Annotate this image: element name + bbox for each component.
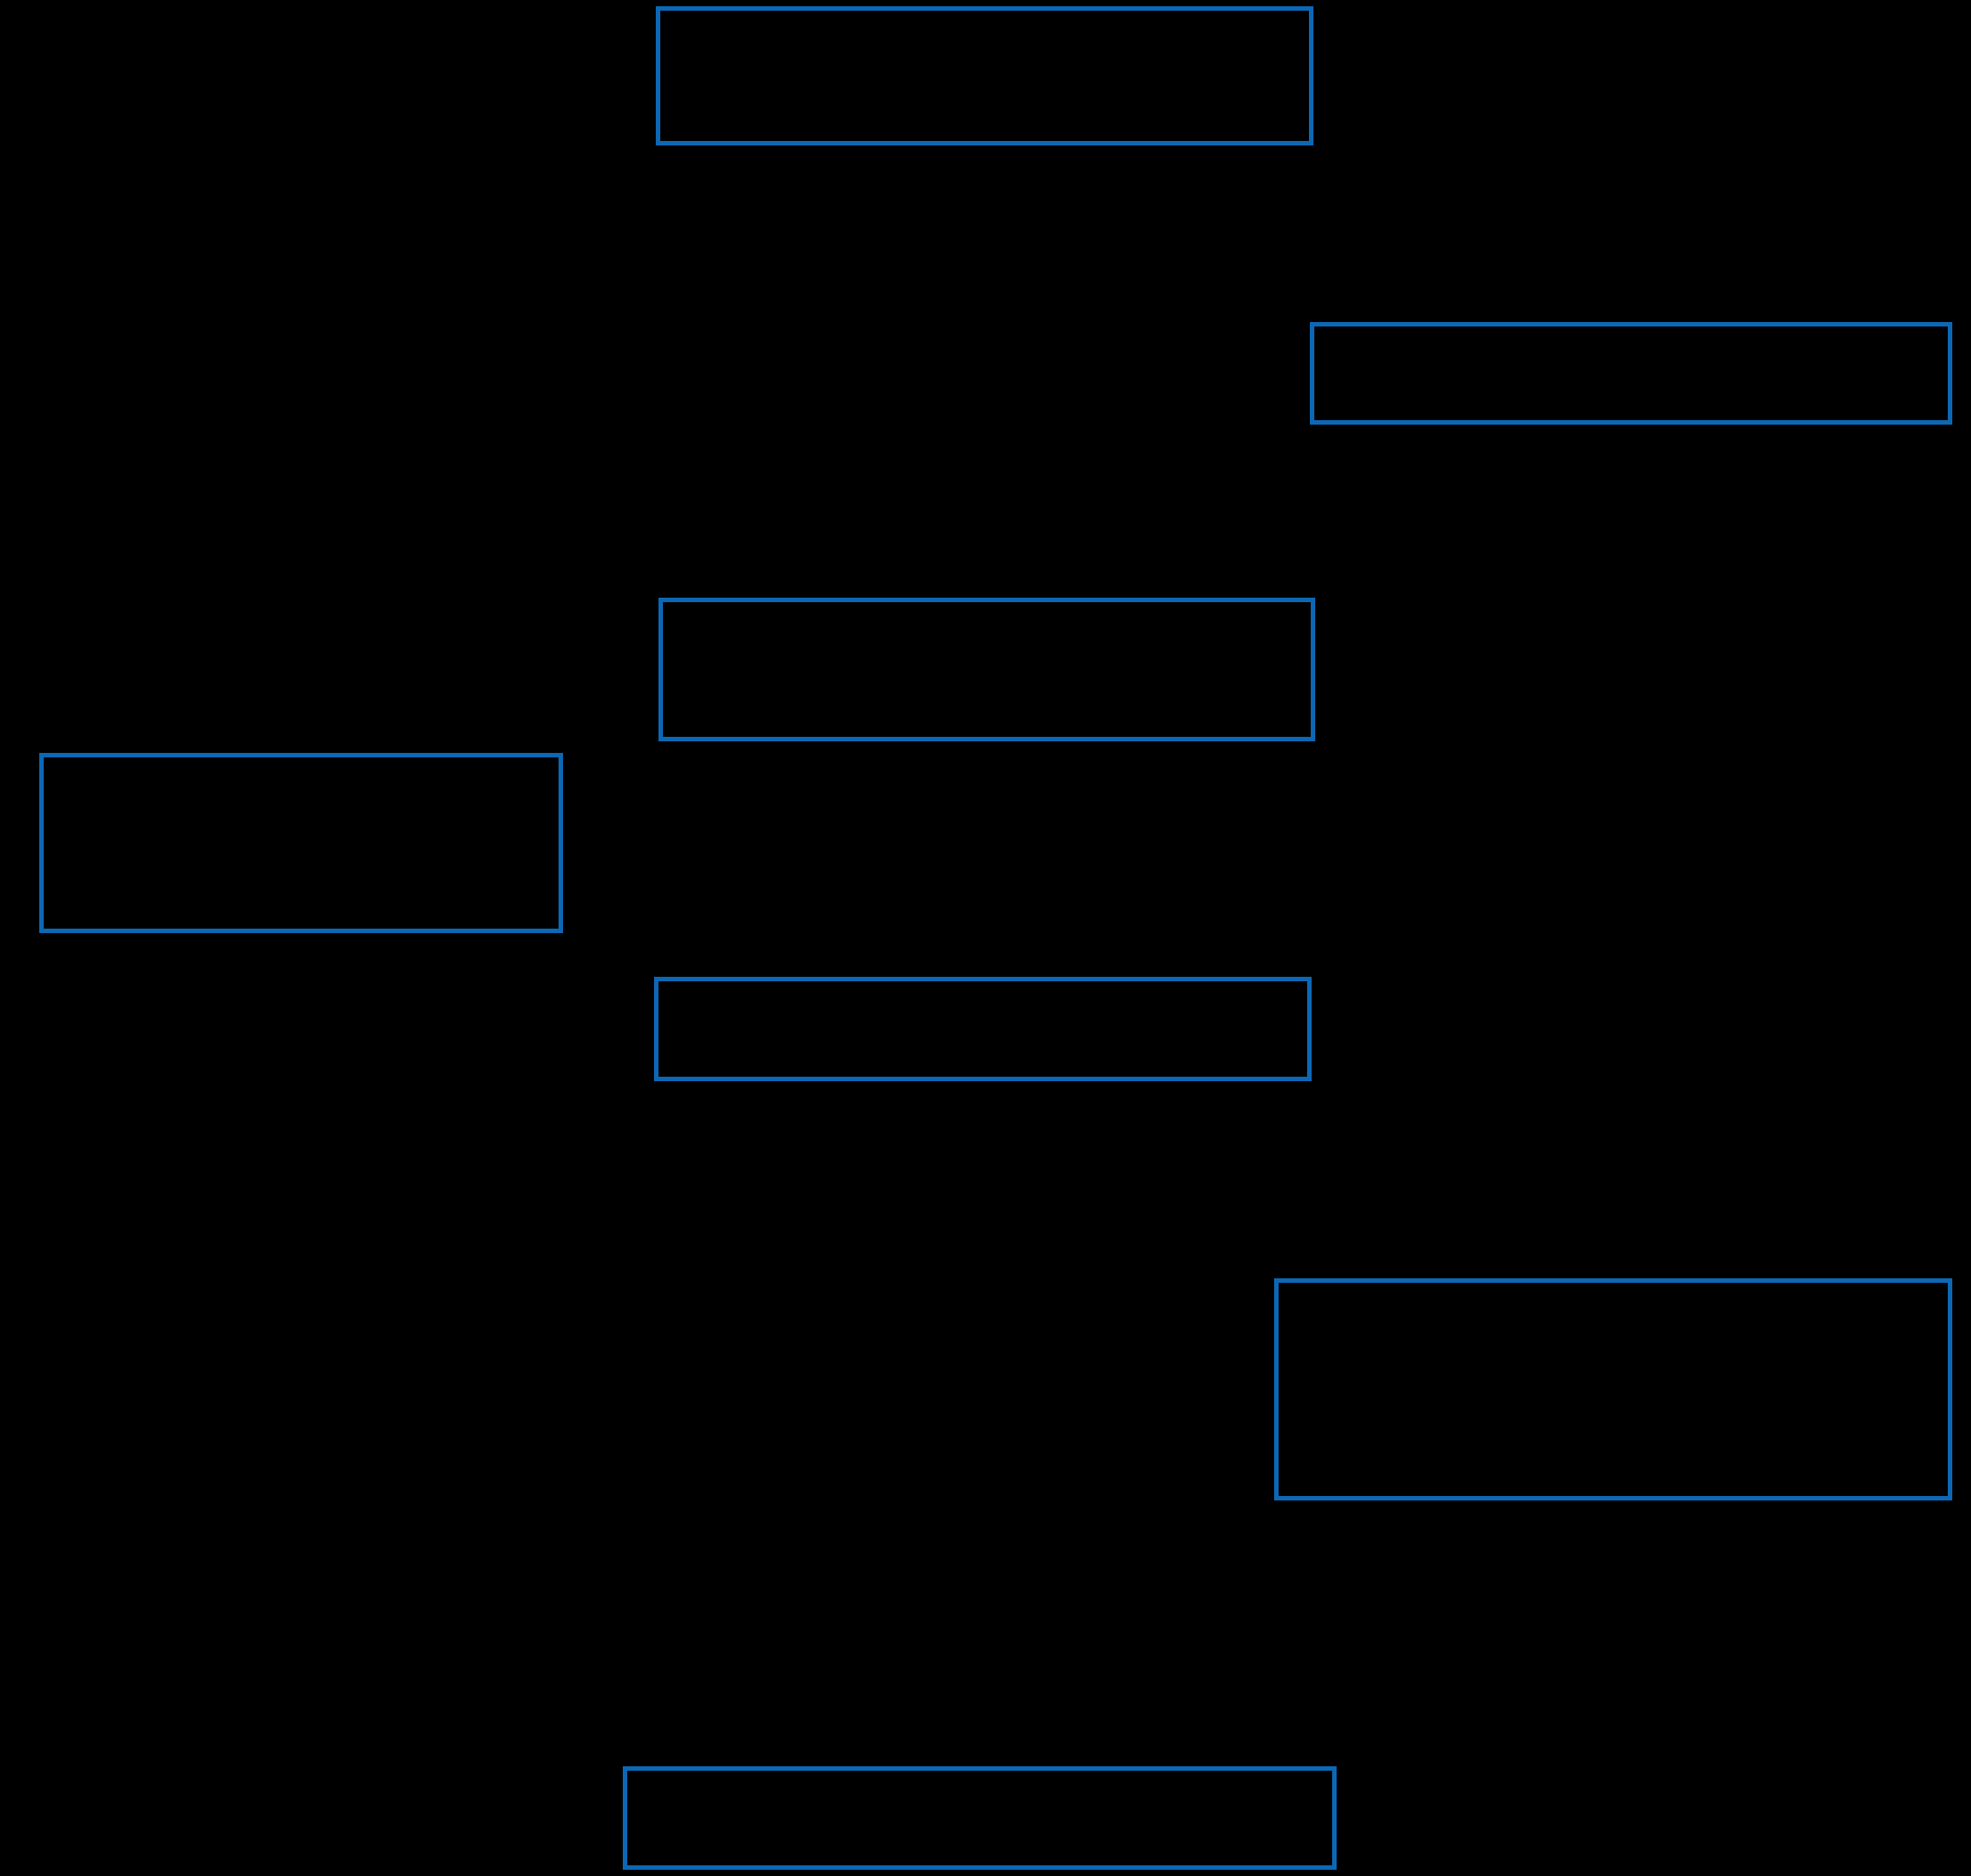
box-right-upper-highlight-region[interactable] <box>1310 322 1952 425</box>
box-center-lower-highlight-region[interactable] <box>654 977 1312 1081</box>
box-left-highlight-region[interactable] <box>39 753 563 933</box>
box-right-lower-highlight-region[interactable] <box>1274 1278 1952 1500</box>
box-center-middle-highlight-region[interactable] <box>658 598 1315 741</box>
box-bottom-center-highlight-region[interactable] <box>623 1766 1337 1870</box>
box-top-center-highlight-region[interactable] <box>656 6 1313 145</box>
